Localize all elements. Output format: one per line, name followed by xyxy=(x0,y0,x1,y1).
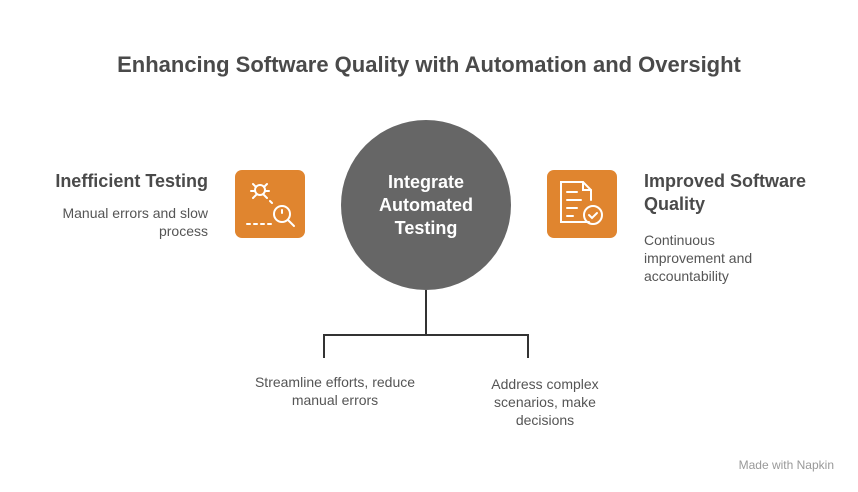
connector-line xyxy=(527,334,529,358)
branch-text: Address complex scenarios, make decision… xyxy=(491,376,599,428)
bug-search-icon xyxy=(235,170,305,238)
center-label: Integrate Automated Testing xyxy=(379,171,473,238)
right-description: Continuous improvement and accountabilit… xyxy=(644,232,753,284)
diagram-title: Enhancing Software Quality with Automati… xyxy=(117,52,741,77)
document-check-icon xyxy=(547,170,617,238)
branch-text: Streamline efforts, reduce manual errors xyxy=(254,374,416,408)
connector-line xyxy=(323,334,325,358)
right-heading: Improved Software Quality xyxy=(644,171,807,214)
watermark: Made with Napkin xyxy=(738,458,834,472)
center-node: Integrate Automated Testing xyxy=(341,120,511,290)
connector-line xyxy=(425,290,427,335)
left-heading: Inefficient Testing xyxy=(55,171,208,191)
left-description: Manual errors and slow process xyxy=(62,205,208,239)
connector-line xyxy=(323,334,529,336)
